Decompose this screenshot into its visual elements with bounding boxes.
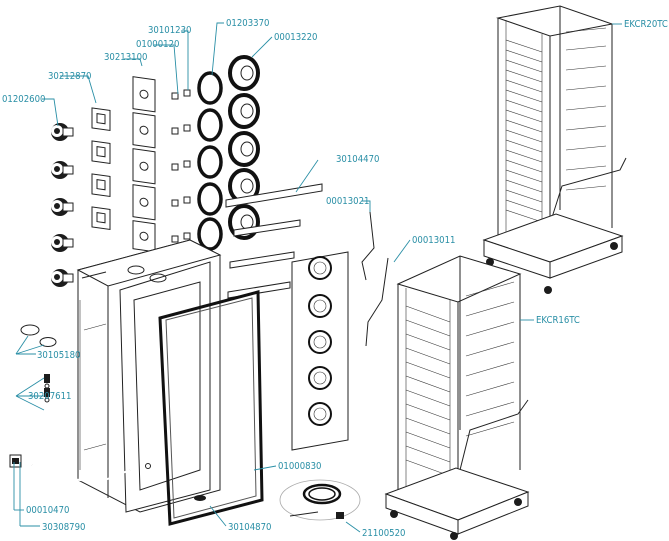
- door-gasket-frame: [158, 290, 264, 526]
- label-00013220: 00013220: [274, 32, 318, 43]
- label-00013021: 00013021: [326, 196, 370, 207]
- label-30213100: 30213100: [104, 52, 148, 63]
- fan-panel: [291, 251, 349, 451]
- gasket-plates: [91, 107, 111, 231]
- label-00013011: 00013011: [412, 235, 456, 246]
- drain-pipe: [31, 464, 131, 484]
- motor-3: [51, 198, 74, 216]
- oven-cavity: [76, 239, 222, 513]
- fan-wheels: [228, 55, 260, 240]
- label-30207611: 30207611: [28, 391, 72, 402]
- seal-rings: [20, 324, 57, 347]
- label-00010470: 00010470: [26, 505, 70, 516]
- label-01000830: 01000830: [278, 461, 322, 472]
- label-30105180: 30105180: [37, 350, 81, 361]
- motor-2: [51, 161, 74, 179]
- mounting-plates: [132, 76, 156, 253]
- label-30212870: 30212870: [48, 71, 92, 82]
- trolley-ekcr20tc: [482, 5, 627, 294]
- small-nuts: [171, 89, 191, 243]
- label-30101230: 30101230: [148, 25, 192, 36]
- heating-elements: [197, 71, 223, 251]
- motor-stack: [51, 123, 74, 287]
- label-30104870: 30104870: [228, 522, 272, 533]
- label-01202600: 01202600: [2, 94, 46, 105]
- label-21100520: 21100520: [362, 528, 406, 539]
- support-rods: [361, 211, 389, 347]
- label-ekcr16tc: EKCR16TC: [536, 315, 580, 326]
- leader-lines: [13, 22, 622, 533]
- trolley-ekcr16tc: [384, 255, 530, 540]
- part-labels: 01202600 30212870 30213100 01000120 3010…: [2, 18, 668, 539]
- motor-1: [51, 123, 74, 141]
- label-01203370: 01203370: [226, 18, 270, 29]
- hose-kit: [279, 479, 361, 521]
- motor-4: [51, 234, 74, 252]
- label-30104470: 30104470: [336, 154, 380, 165]
- label-01000120: 01000120: [136, 39, 180, 50]
- label-30308790: 30308790: [42, 522, 86, 533]
- label-ekcr20tc: EKCR20TC: [624, 19, 668, 30]
- motor-5: [51, 269, 74, 287]
- clips: [44, 374, 50, 403]
- wall-bracket: [9, 454, 22, 468]
